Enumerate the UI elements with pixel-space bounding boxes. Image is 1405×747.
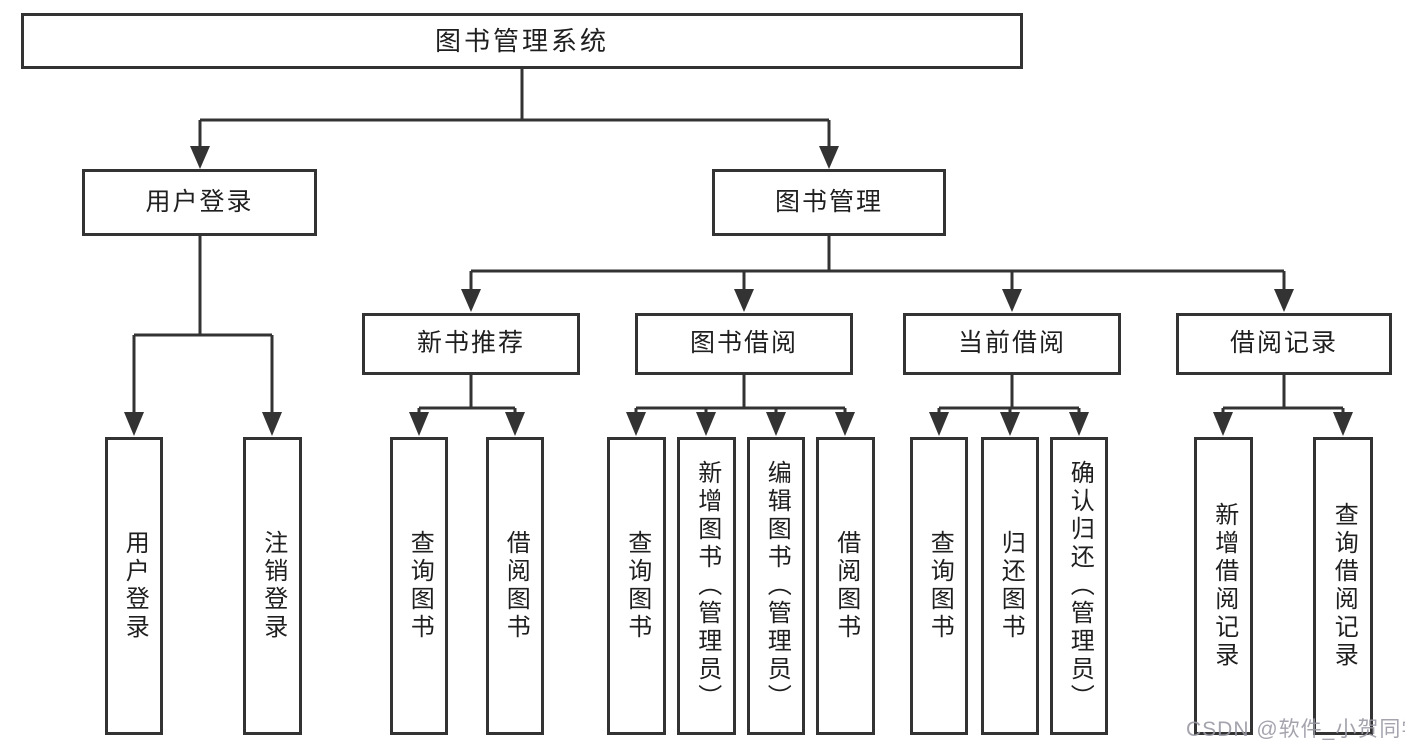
node-book-management-branch: 图书管理	[712, 169, 946, 236]
leaf-nbr-query-books: 查询图书	[390, 437, 448, 735]
leaf-br-query-record-label: 查询借阅记录	[1330, 502, 1358, 670]
node-current-borrowing: 当前借阅	[903, 313, 1121, 375]
arrowhead	[1213, 412, 1233, 436]
node-library-management-system: 图书管理系统	[21, 13, 1023, 69]
leaf-cb-return-books-label: 归还图书	[997, 530, 1025, 642]
arrowhead	[835, 412, 855, 436]
leaf-bb-query-books-label: 查询图书	[623, 530, 651, 642]
csdn-watermark: CSDN @软件_小贺同学	[1186, 718, 1405, 741]
connector-current-children	[937, 375, 1081, 414]
arrowhead	[819, 146, 839, 169]
connector-bookmgmt-level3	[469, 236, 1286, 290]
connector-borrowing-children	[634, 375, 847, 414]
leaf-nbr-borrow-books: 借阅图书	[486, 437, 544, 735]
leaf-cb-confirm-return-admin: 确认归还（管理员）	[1050, 437, 1108, 735]
arrowhead	[734, 289, 754, 312]
leaf-cb-confirm-return-admin-label: 确认归还（管理员）	[1066, 460, 1094, 712]
arrowhead	[461, 289, 481, 312]
arrowhead	[505, 412, 525, 436]
leaf-br-add-record: 新增借阅记录	[1194, 437, 1253, 735]
connector-userlogin-children	[132, 236, 274, 414]
leaf-nbr-borrow-books-label: 借阅图书	[502, 530, 530, 642]
leaf-bb-add-books-admin: 新增图书（管理员）	[677, 437, 736, 735]
leaf-logout-label: 注销登录	[259, 530, 287, 642]
arrowhead	[409, 412, 429, 436]
arrowhead	[124, 412, 144, 436]
leaf-bb-add-books-admin-label: 新增图书（管理员）	[693, 460, 721, 712]
leaf-user-login-label: 用户登录	[121, 530, 149, 642]
leaf-br-add-record-label: 新增借阅记录	[1210, 502, 1238, 670]
arrowhead	[1000, 412, 1020, 436]
arrowhead	[1069, 412, 1089, 436]
arrowhead	[1333, 412, 1353, 436]
arrowhead	[626, 412, 646, 436]
connector-records-children	[1221, 375, 1345, 414]
leaf-cb-return-books: 归还图书	[981, 437, 1039, 735]
leaf-cb-query-books-label: 查询图书	[926, 530, 954, 642]
arrowhead	[262, 412, 282, 436]
leaf-bb-borrow-books: 借阅图书	[816, 437, 875, 735]
node-new-book-recommend: 新书推荐	[362, 313, 580, 375]
leaf-nbr-query-books-label: 查询图书	[406, 530, 434, 642]
arrowhead	[190, 146, 210, 169]
leaf-br-query-record: 查询借阅记录	[1313, 437, 1373, 735]
leaf-bb-edit-books-admin: 编辑图书（管理员）	[747, 437, 805, 735]
leaf-bb-edit-books-admin-label: 编辑图书（管理员）	[763, 460, 791, 712]
leaf-logout: 注销登录	[243, 437, 302, 735]
arrowhead	[1002, 289, 1022, 312]
node-user-login-branch: 用户登录	[82, 169, 317, 236]
leaf-bb-query-books: 查询图书	[607, 437, 666, 735]
leaf-bb-borrow-books-label: 借阅图书	[832, 530, 860, 642]
leaf-cb-query-books: 查询图书	[910, 437, 968, 735]
connector-root-to-level2	[198, 69, 831, 148]
arrowhead	[696, 412, 716, 436]
arrowhead	[929, 412, 949, 436]
node-borrow-records: 借阅记录	[1176, 313, 1392, 375]
arrowhead	[766, 412, 786, 436]
arrowhead	[1274, 289, 1294, 312]
node-book-borrowing: 图书借阅	[635, 313, 853, 375]
leaf-user-login: 用户登录	[105, 437, 163, 735]
connector-newbook-children	[417, 375, 517, 414]
